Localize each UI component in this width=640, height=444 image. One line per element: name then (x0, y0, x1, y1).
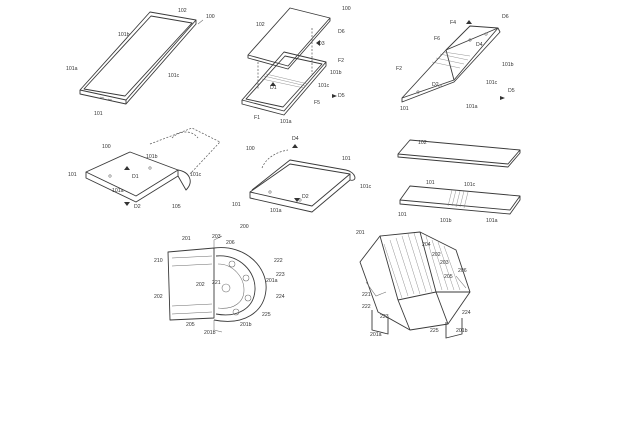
fig-3-labels: D6 F4 D4 F6 101b F2 D2 101c D5 101 101a (396, 14, 515, 112)
reference-label: 200 (240, 224, 249, 230)
fig-8-labels: 201 204 202 203 205 206 221 222 223 224 … (356, 230, 471, 338)
reference-label: 101 (342, 156, 351, 162)
reference-label: 205 (444, 274, 453, 280)
reference-label: 101a (112, 188, 124, 194)
reference-label: 224 (462, 310, 471, 316)
reference-label: F5 (314, 100, 320, 106)
reference-label: 202 (196, 282, 205, 288)
fig-1-flat-device: 102 100 101b 101a 101c 101 (66, 8, 215, 117)
fig-3-hinge-base: D6 F4 D4 F6 101b F2 D2 101c D5 101 101a (396, 14, 515, 112)
reference-label: 202 (154, 294, 163, 300)
reference-label: 101b (118, 32, 130, 38)
fig-6-display-and-base: 102 101 101c 101b 101a 101 (397, 139, 521, 224)
reference-label: F2 (396, 66, 402, 72)
reference-label: 222 (274, 258, 283, 264)
reference-label: 100 (102, 144, 111, 150)
reference-label: 201b (456, 328, 468, 334)
reference-label: 100 (246, 146, 255, 152)
reference-label: 225 (262, 312, 271, 318)
reference-label: 101b (146, 154, 158, 160)
reference-label: F1 (254, 115, 260, 121)
reference-label: 201b (204, 330, 216, 336)
reference-label: 224 (276, 294, 285, 300)
reference-label: 100 (342, 6, 351, 12)
reference-label: 203 (212, 234, 221, 240)
reference-label: 221 (362, 292, 371, 298)
reference-label: 102 (418, 140, 427, 146)
reference-label: 201b (240, 322, 252, 328)
reference-label: 201 (356, 230, 365, 236)
fig-8-hinge-assembly: 201 204 202 203 205 206 221 222 223 224 … (356, 230, 471, 339)
reference-label: D4 (292, 136, 299, 142)
reference-label: 101b (502, 62, 514, 68)
reference-label: D3 (318, 41, 325, 47)
reference-label: 101 (68, 172, 77, 178)
reference-label: F2 (338, 58, 344, 64)
reference-label: 221 (212, 280, 221, 286)
reference-label: 101a (466, 104, 478, 110)
reference-label: 102 (178, 8, 187, 14)
reference-label: 205 (186, 322, 195, 328)
reference-label: 101b (330, 70, 342, 76)
reference-label: 101c (486, 80, 498, 86)
fig-1-labels: 102 100 101b 101a 101c 101 (66, 8, 215, 117)
reference-label: D2 (432, 82, 439, 88)
reference-label: D1 (270, 85, 277, 91)
reference-label: 101a (66, 66, 78, 72)
reference-label: 210 (154, 258, 163, 264)
reference-label: 101 (94, 111, 103, 117)
reference-label: 101 (426, 180, 435, 186)
fig-4-folding-device: 100 101b 101 101c D1 101a D2 105 (68, 127, 221, 210)
reference-label: 101a (280, 119, 292, 125)
reference-label: D5 (338, 93, 345, 99)
fig-4-labels: 100 101b 101 101c D1 101a D2 105 (68, 144, 202, 210)
reference-label: 101c (190, 172, 202, 178)
reference-label: D2 (134, 204, 141, 210)
reference-label: 201 (182, 236, 191, 242)
reference-label: 101c (318, 83, 330, 89)
reference-label: 101c (360, 184, 372, 190)
reference-label: 100 (206, 14, 215, 20)
fig-7-hinge-cross-section: 200 201 203 206 202 210 221 222 223 224 … (154, 224, 285, 336)
fig-2-exploded-device: 102 100 D6 D3 F2 101b D1 101c D5 F1 F5 1… (241, 6, 351, 125)
fig-6-labels: 102 101 101c 101b 101a 101 (398, 140, 498, 224)
reference-label: D4 (476, 42, 483, 48)
reference-label: 101 (400, 106, 409, 112)
reference-label: 204 (422, 242, 431, 248)
reference-label: 202 (432, 252, 441, 258)
fig-5-folded-device: D4 100 101 101c D2 101a 101 (232, 136, 372, 214)
reference-label: 105 (172, 204, 181, 210)
fig-2-labels: 102 100 D6 D3 F2 101b D1 101c D5 F1 F5 1… (254, 6, 351, 125)
reference-label: 101c (168, 73, 180, 79)
fig-7-labels: 200 201 203 206 202 210 221 222 223 224 … (154, 224, 285, 336)
reference-label: D1 (132, 174, 139, 180)
reference-label: 222 (362, 304, 371, 310)
reference-label: D6 (502, 14, 509, 20)
reference-label: D6 (338, 29, 345, 35)
reference-label: 101a (270, 208, 282, 214)
reference-label: D2 (302, 194, 309, 200)
reference-label: F4 (450, 20, 456, 26)
reference-label: D5 (508, 88, 515, 94)
reference-label: 206 (458, 268, 467, 274)
reference-label: 206 (226, 240, 235, 246)
reference-label: 223 (276, 272, 285, 278)
reference-label: 201a (370, 332, 382, 338)
fig-5-labels: D4 100 101 101c D2 101a 101 (232, 136, 372, 214)
reference-label: 102 (256, 22, 265, 28)
reference-label: 101c (464, 182, 476, 188)
reference-label: 223 (380, 314, 389, 320)
reference-label: 203 (440, 260, 449, 266)
reference-label: 225 (430, 328, 439, 334)
reference-label: 101 (232, 202, 241, 208)
reference-label: 101b (440, 218, 452, 224)
reference-label: F6 (434, 36, 440, 42)
reference-label: 201a (266, 278, 278, 284)
reference-label: 101 (398, 212, 407, 218)
reference-label: 101a (486, 218, 498, 224)
